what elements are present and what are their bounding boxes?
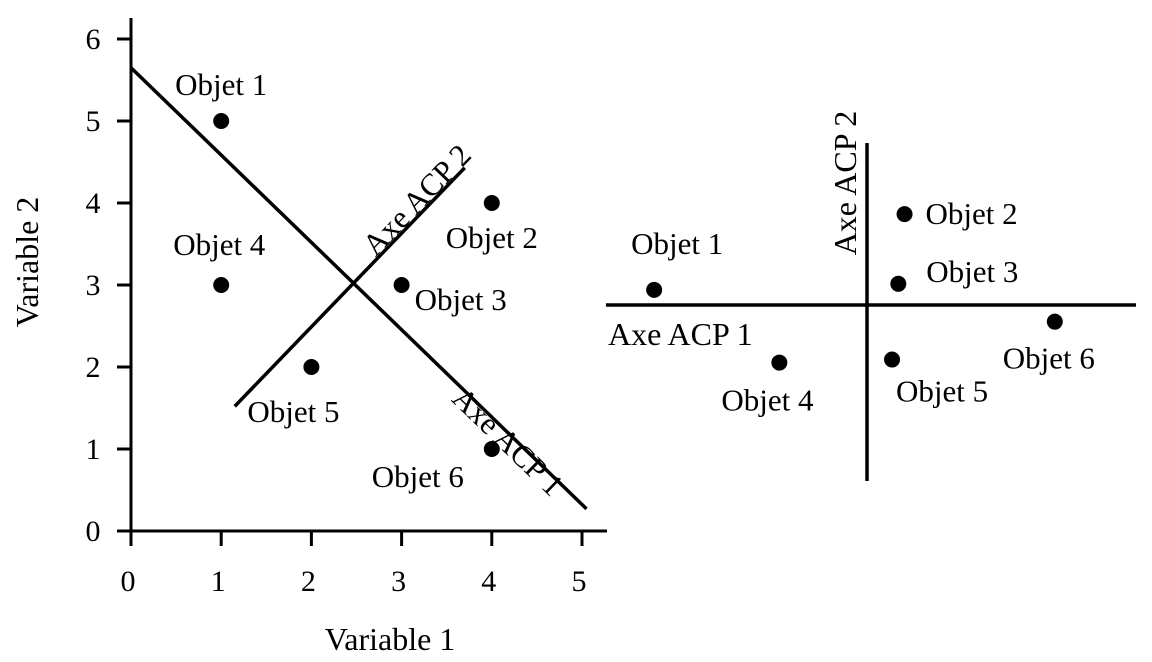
y-tick-label: 3 <box>86 269 101 302</box>
x-tick-label: 4 <box>481 565 496 598</box>
point-objet-1 <box>213 113 230 129</box>
right-points: Objet 1 Objet 2 Objet 3 Objet 4 Objet 5 Objet… <box>631 196 1095 417</box>
x-tick-label: 0 <box>121 565 136 598</box>
y-tick-label: 2 <box>86 351 101 384</box>
projected-point-label-objet-5: Objet 5 <box>896 374 988 409</box>
point-objet-3 <box>393 277 410 293</box>
point-label-objet-4: Objet 4 <box>173 227 266 262</box>
point-label-objet-5: Objet 5 <box>247 394 339 429</box>
point-label-objet-2: Objet 2 <box>446 220 538 255</box>
point-label-objet-1: Objet 1 <box>175 67 267 102</box>
projected-point-label-objet-2: Objet 2 <box>926 196 1018 231</box>
point-objet-5 <box>303 359 320 375</box>
projected-point-objet-2 <box>896 206 913 223</box>
point-objet-6 <box>483 441 500 457</box>
y-tick-label: 1 <box>86 433 101 466</box>
y-tick-label: 6 <box>86 23 101 56</box>
left-axe-acp-1-label: Axe ACP 1 <box>446 380 571 503</box>
projected-point-objet-4 <box>771 354 788 371</box>
x-tick-label: 5 <box>572 565 587 598</box>
left-x-axis-title: Variable 1 <box>325 621 456 657</box>
projected-point-label-objet-4: Objet 4 <box>721 383 814 418</box>
left-axe-acp-1-line <box>129 66 588 511</box>
x-tick-label: 2 <box>301 565 316 598</box>
x-tick-label: 1 <box>211 565 226 598</box>
point-label-objet-6: Objet 6 <box>372 459 464 494</box>
projected-point-objet-3 <box>890 275 907 292</box>
projected-point-objet-5 <box>884 351 901 368</box>
y-tick-label: 4 <box>86 187 101 220</box>
projected-point-label-objet-1: Objet 1 <box>631 226 723 261</box>
projected-point-label-objet-6: Objet 6 <box>1003 341 1095 376</box>
projected-point-label-objet-3: Objet 3 <box>926 254 1018 289</box>
left-y-axis-title: Variable 2 <box>9 197 45 328</box>
left-scatter-chart: 0 1 2 3 4 5 0 1 2 3 4 5 6 Variable 1 Variable 2 Axe … <box>9 18 607 657</box>
right-pca-axis-1-label: Axe ACP 1 <box>608 316 753 352</box>
projected-point-objet-6 <box>1046 313 1063 330</box>
left-points: Objet 1 Objet 2 Objet 3 Objet 4 Objet 5 Objet… <box>173 67 538 494</box>
left-ticks: 0 1 2 3 4 5 0 1 2 3 4 5 6 <box>86 23 587 598</box>
point-objet-4 <box>213 277 230 293</box>
point-objet-2 <box>483 195 500 211</box>
x-tick-label: 3 <box>391 565 406 598</box>
left-axe-acp-2-line <box>233 166 466 408</box>
y-tick-label: 0 <box>86 515 101 548</box>
y-tick-label: 5 <box>86 105 101 138</box>
projected-point-objet-1 <box>646 281 663 298</box>
point-label-objet-3: Objet 3 <box>415 282 507 317</box>
right-pca-axis-2-label: Axe ACP 2 <box>827 111 863 256</box>
